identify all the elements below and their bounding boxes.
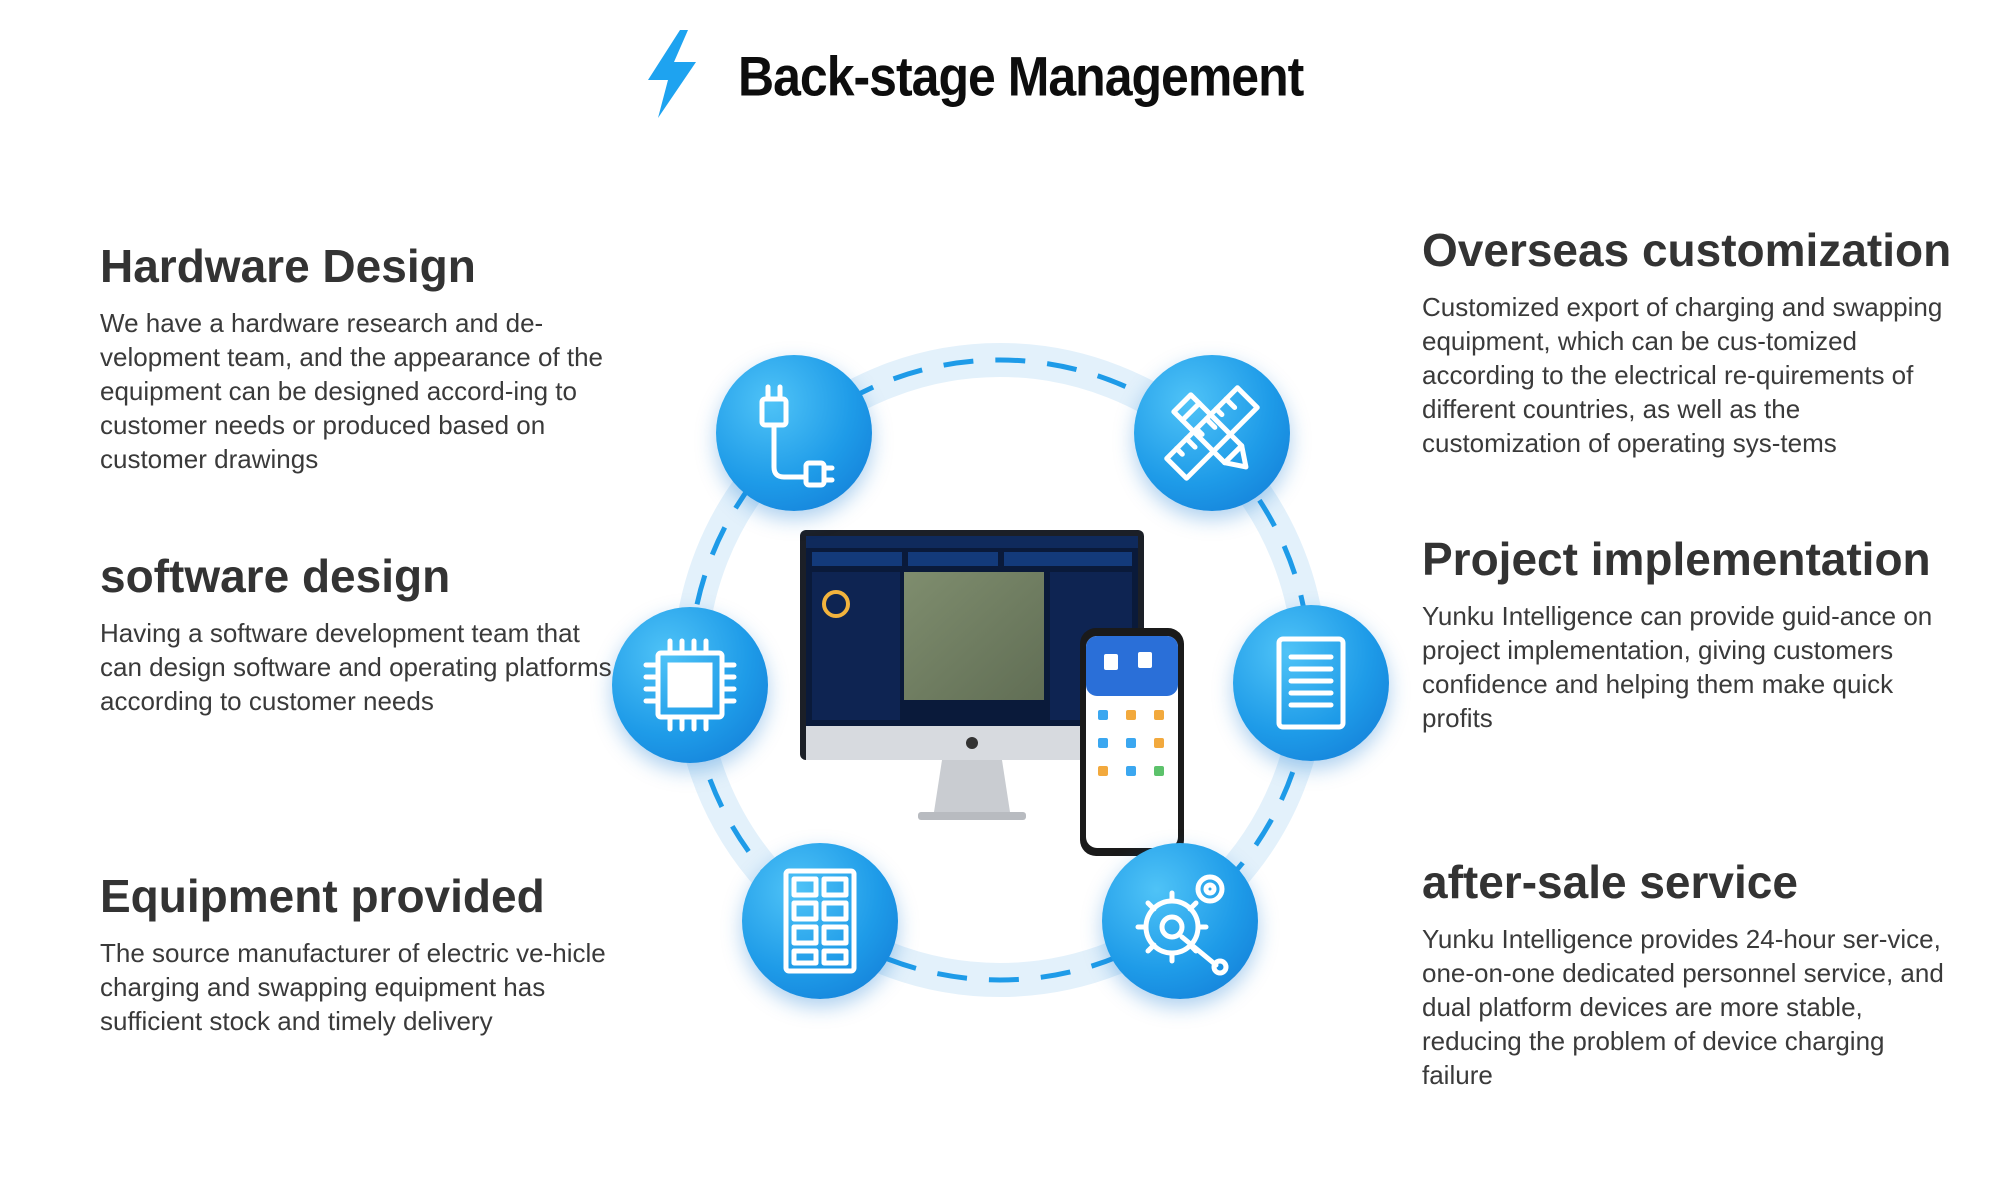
feature-description: Yunku Intelligence can provide guid-ance… bbox=[1422, 601, 1933, 733]
feature-overseas-customization: Overseas customization Customized export… bbox=[1422, 222, 1962, 460]
charger-node bbox=[716, 355, 872, 511]
feature-description: The source manufacturer of electric ve-h… bbox=[100, 938, 606, 1036]
feature-title: Overseas customization bbox=[1422, 224, 1952, 276]
chip-node bbox=[612, 607, 768, 763]
feature-project-implementation: Project implementation Yunku Intelligenc… bbox=[1422, 531, 1962, 735]
document-node bbox=[1233, 605, 1389, 761]
feature-software-design: software design Having a software develo… bbox=[100, 548, 620, 718]
feature-title: Hardware Design bbox=[100, 240, 476, 292]
feature-description: We have a hardware research and de-velop… bbox=[100, 308, 604, 474]
devices-illustration bbox=[800, 530, 1184, 856]
cabinet-node bbox=[742, 843, 898, 999]
document-icon bbox=[1276, 636, 1346, 730]
charger-plug-icon bbox=[759, 384, 835, 488]
phone-image bbox=[1080, 628, 1184, 856]
design-node bbox=[1134, 355, 1290, 511]
feature-description: Having a software development team that … bbox=[100, 618, 612, 716]
feature-description: Customized export of charging and swappi… bbox=[1422, 292, 1943, 458]
service-node bbox=[1102, 843, 1258, 999]
page-title: Back-stage Management bbox=[738, 45, 1304, 108]
feature-equipment-provided: Equipment provided The source manufactur… bbox=[100, 868, 620, 1038]
feature-title: after-sale service bbox=[1422, 856, 1798, 908]
ruler-pencil-icon bbox=[1164, 385, 1260, 481]
gear-wrench-icon bbox=[1135, 874, 1229, 976]
feature-hardware-design: Hardware Design We have a hardware resea… bbox=[100, 238, 620, 476]
chip-icon bbox=[643, 638, 737, 732]
cabinet-grid-icon bbox=[783, 868, 857, 974]
feature-after-sale-service: after-sale service Yunku Intelligence pr… bbox=[1422, 854, 1962, 1092]
header: Back-stage Management bbox=[0, 26, 2000, 126]
feature-description: Yunku Intelligence provides 24-hour ser-… bbox=[1422, 924, 1944, 1090]
feature-title: software design bbox=[100, 550, 451, 602]
lightning-bolt-icon bbox=[648, 30, 696, 118]
feature-title: Equipment provided bbox=[100, 870, 545, 922]
feature-title: Project implementation bbox=[1422, 533, 1931, 585]
